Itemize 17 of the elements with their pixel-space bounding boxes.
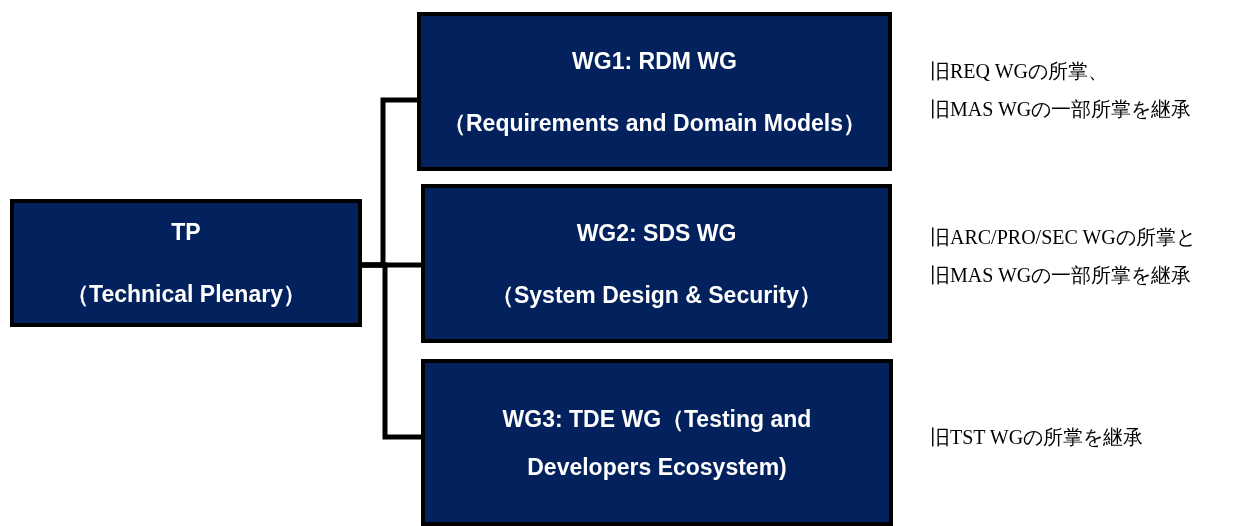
box-heading: WG1: RDM WG xyxy=(572,46,737,76)
org-box xyxy=(421,184,892,343)
connector-line xyxy=(362,262,421,440)
box-subtitle: （System Design & Security） xyxy=(490,280,823,310)
note-text: 旧MAS WGの一部所掌を継承 xyxy=(930,97,1192,122)
box-heading: TP xyxy=(171,218,201,247)
org-box xyxy=(421,359,893,526)
box-heading: WG2: SDS WG xyxy=(576,218,737,248)
box-heading: WG3: TDE WG（Testing and Developers Ecosystem) xyxy=(501,404,813,482)
org-box xyxy=(417,12,892,171)
note-text: 旧ARC/PRO/SEC WGの所掌と xyxy=(930,225,1196,250)
note-text: 旧TST WGの所掌を継承 xyxy=(930,425,1144,450)
note-text: 旧MAS WGの一部所掌を継承 xyxy=(930,263,1193,288)
note-text: 旧REQ WGの所掌、 xyxy=(930,59,1109,84)
org-box xyxy=(10,199,362,327)
box-subtitle: （Technical Plenary） xyxy=(66,280,306,309)
box-subtitle: （Requirements and Domain Models） xyxy=(443,108,866,138)
